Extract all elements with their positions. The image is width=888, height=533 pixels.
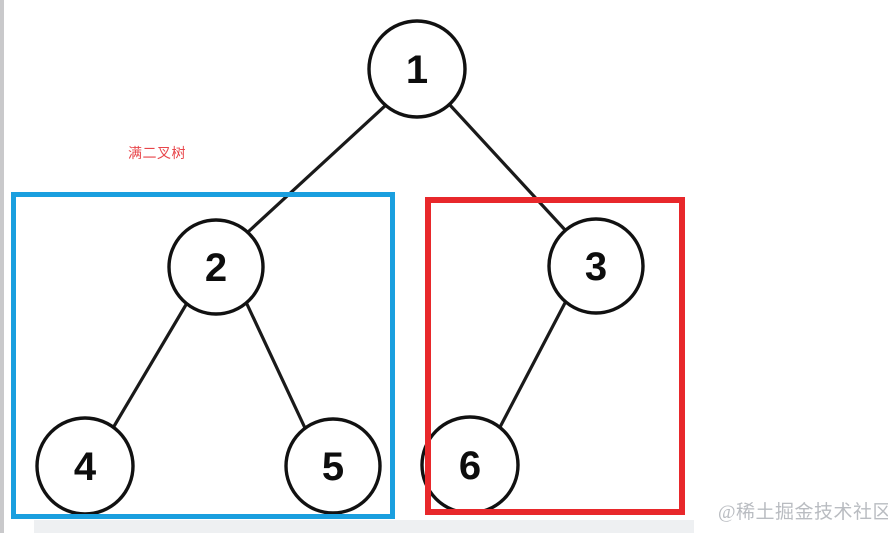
edge-3-6	[497, 299, 568, 431]
node-label-6: 6	[459, 444, 481, 488]
tree-node-5[interactable]: 5	[284, 417, 382, 515]
watermark-text: @稀土掘金技术社区	[718, 502, 888, 523]
edge-2-5	[244, 300, 307, 430]
right-subtree-highlight-box	[425, 197, 685, 515]
node-label-3: 3	[585, 245, 607, 289]
edge-2-4	[111, 301, 189, 430]
tree-node-3[interactable]: 3	[547, 217, 645, 315]
edge-1-3	[447, 102, 568, 233]
node-circle-3	[547, 217, 645, 315]
node-label-4: 4	[74, 445, 97, 489]
left-subtree-highlight-box	[11, 192, 395, 519]
page-left-border	[0, 0, 4, 533]
node-circle-1	[367, 19, 467, 119]
node-label-1: 1	[406, 48, 428, 92]
node-label-2: 2	[205, 246, 227, 290]
node-circle-2	[167, 218, 265, 316]
node-circle-5	[284, 417, 382, 515]
tree-edges	[111, 102, 568, 431]
tree-node-2[interactable]: 2	[167, 218, 265, 316]
edge-1-2	[246, 103, 388, 234]
full-binary-tree-annotation: 满二叉树	[128, 145, 186, 161]
tree-node-6[interactable]: 6	[420, 415, 520, 515]
tree-node-4[interactable]: 4	[35, 416, 135, 516]
tree-node-1[interactable]: 1	[367, 19, 467, 119]
watermark-backdrop	[694, 505, 888, 533]
bottom-gray-band	[34, 520, 888, 533]
node-label-5: 5	[322, 445, 344, 489]
